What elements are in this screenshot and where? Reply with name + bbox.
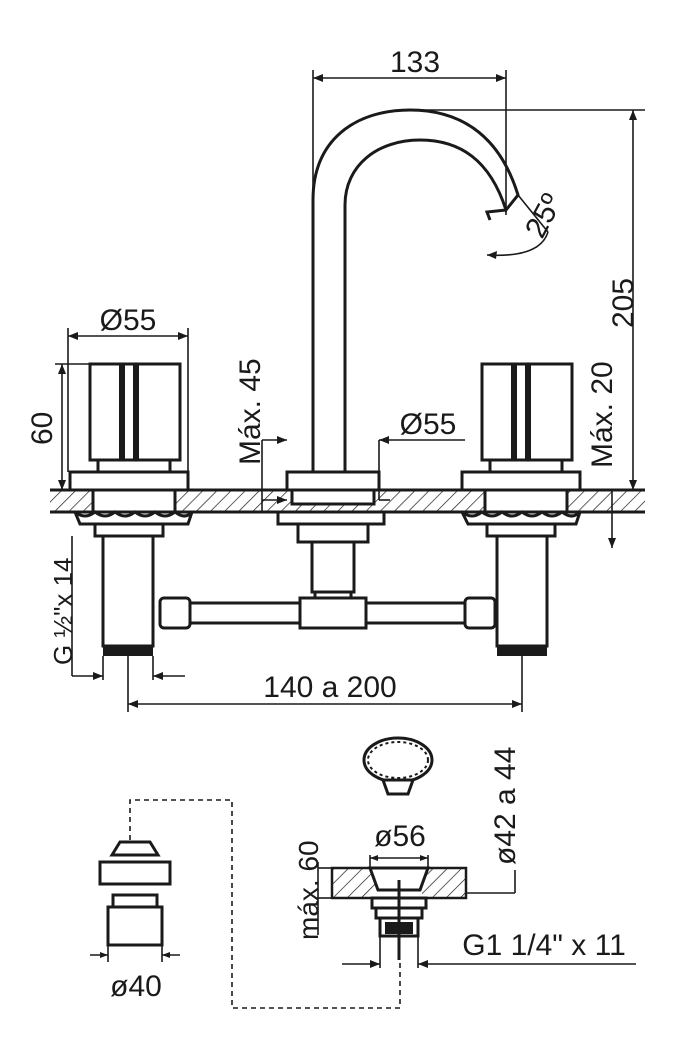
dimension-supply-thread: G ½"x 14 (48, 536, 185, 680)
spout-angle-label: 25º (519, 189, 569, 244)
pop-up-knob-body (106, 905, 164, 947)
center-spread-label: 140 a 200 (263, 671, 396, 704)
spout-lock-washer (276, 510, 386, 526)
dimension-drain-max-deck: máx. 60 (293, 840, 332, 940)
right-mounting-nut (460, 510, 582, 526)
dimension-spout-reach: 133 (312, 46, 507, 215)
spout-reach-label: 133 (390, 46, 440, 79)
pop-up-control: ø40 (90, 840, 180, 1003)
dimension-spout-angle: 25º (486, 189, 569, 259)
drain-stopper (362, 736, 434, 784)
dimension-pop-up-diameter: ø40 (90, 945, 180, 1003)
connecting-pipe (158, 596, 497, 630)
drain-thread-label: G1 1/4" x 11 (462, 929, 626, 962)
right-handle-flange (460, 470, 582, 492)
dimension-handle-height: 60 (26, 363, 90, 490)
dimension-drain-thread: G1 1/4" x 11 (342, 929, 636, 968)
pop-up-linkage (129, 799, 401, 1009)
dimension-total-height: 205 (420, 109, 645, 490)
spout-shank (310, 540, 356, 594)
left-handle-flange (68, 470, 190, 492)
dimension-drain-hole: ø42 a 44 (466, 747, 522, 894)
dimension-handle-diameter: Ø55 (67, 304, 189, 472)
dimension-spout-base-diameter: Ø55 (378, 408, 465, 501)
dimension-max-deck-right: Máx. 20 (586, 361, 645, 548)
pop-up-drain-assembly: ø56 ø42 a 44 máx. 60 G1 1/4" x 11 (293, 736, 636, 968)
drain-max-deck-label: máx. 60 (293, 840, 324, 940)
handle-height-label: 60 (26, 412, 59, 445)
max-deck-right-label: Máx. 20 (586, 361, 619, 468)
dimension-max-deck-left: Máx. 45 (234, 358, 287, 512)
drain-flange (367, 866, 431, 892)
spout-base-diameter-label: Ø55 (400, 408, 457, 441)
right-handle-valve (460, 362, 582, 656)
total-height-label: 205 (607, 278, 640, 328)
left-handle-valve (68, 362, 194, 656)
dimension-center-spread: 140 a 200 (127, 656, 523, 712)
left-mounting-nut (73, 510, 194, 526)
left-valve-body (101, 534, 155, 648)
handle-diameter-label: Ø55 (100, 304, 157, 337)
drain-diameter-label: ø56 (374, 820, 426, 853)
pop-up-diameter-label: ø40 (110, 970, 162, 1003)
max-deck-left-label: Máx. 45 (234, 358, 267, 465)
right-valve-body (495, 534, 549, 648)
dimension-drain-diameter: ø56 (369, 820, 429, 868)
drain-hole-label: ø42 a 44 (489, 747, 522, 865)
supply-thread-label: G ½"x 14 (48, 557, 78, 665)
pop-up-knob-cap (109, 840, 161, 857)
spout-base-flange (285, 470, 381, 492)
